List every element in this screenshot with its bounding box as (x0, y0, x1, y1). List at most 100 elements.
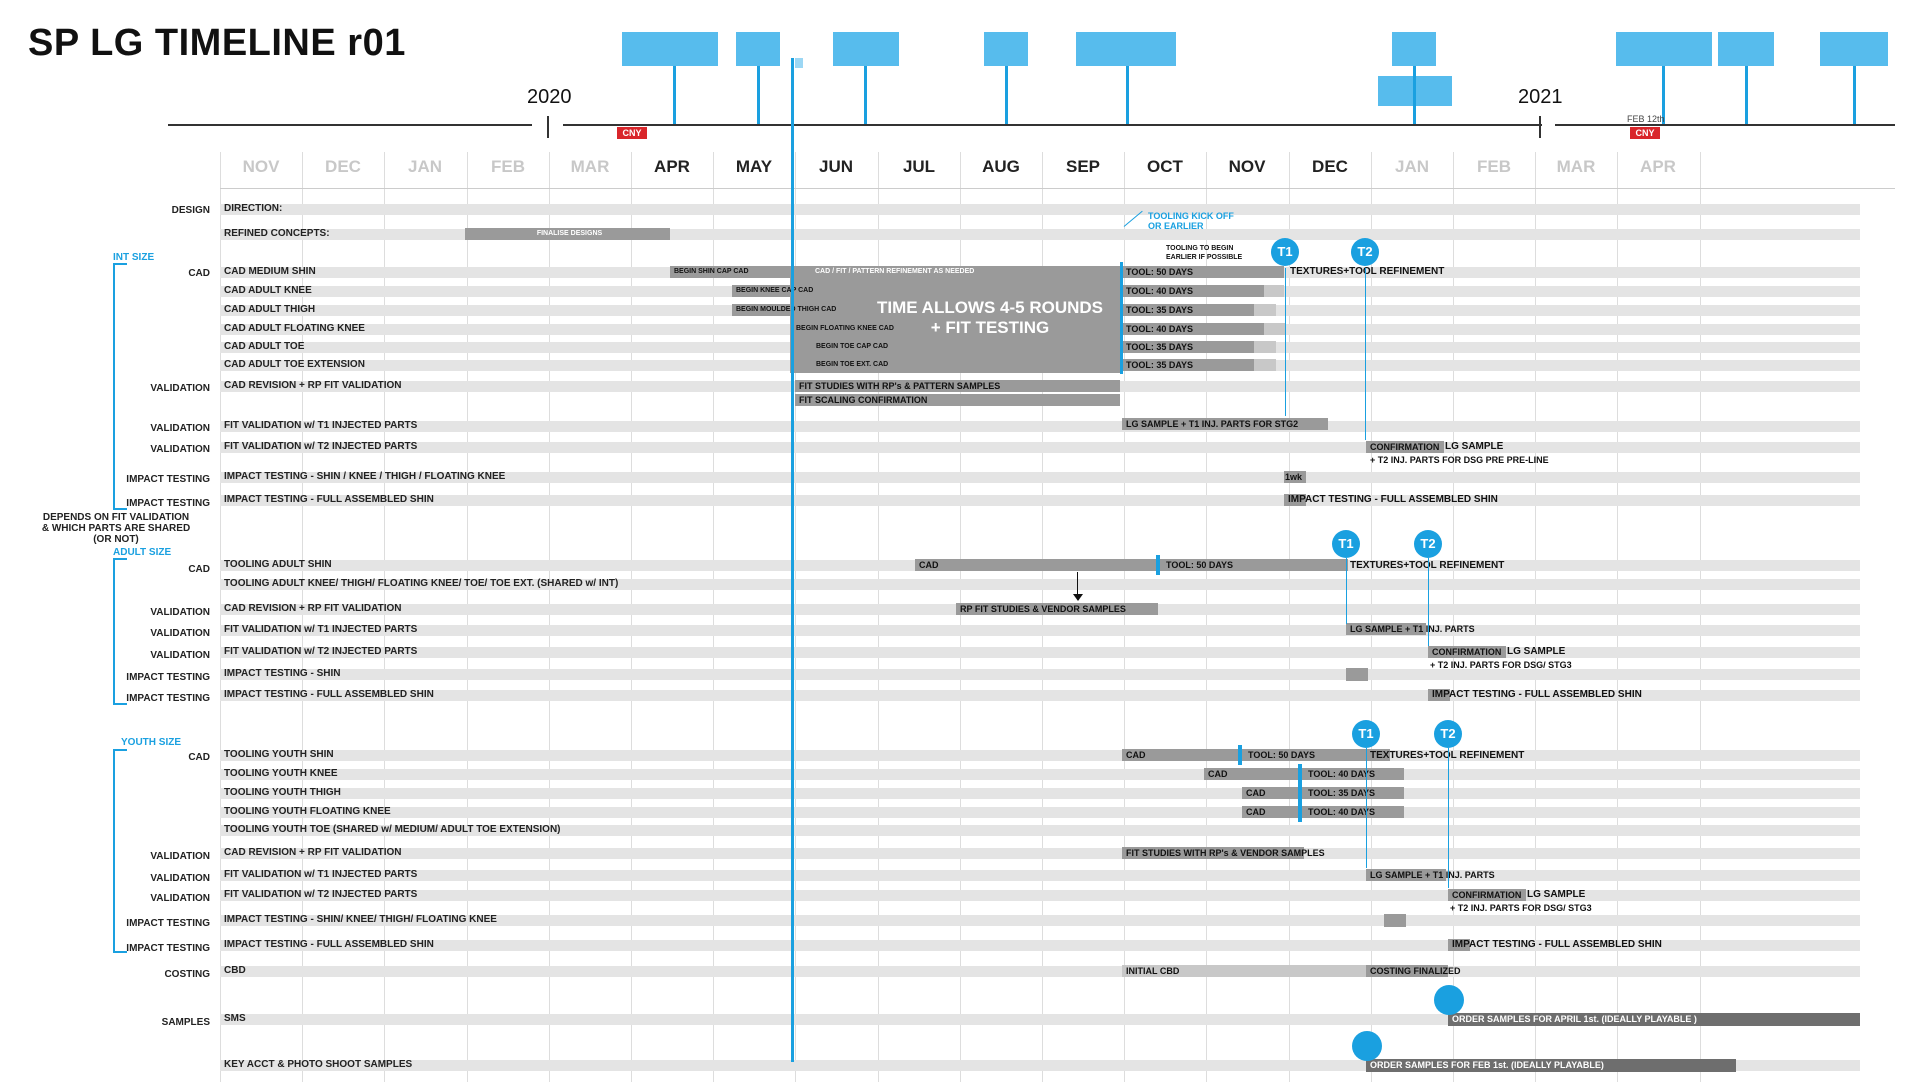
month-gridline (220, 152, 221, 1082)
bar-lg-sample-adult: LG SAMPLE + T1 INJ. PARTS (1346, 623, 1475, 635)
category-cad: CAD (188, 564, 210, 575)
bar-confirmation-int: CONFIRMATION (1366, 441, 1444, 453)
category-design: DESIGN (171, 205, 210, 216)
category-impact: IMPACT TESTING (126, 672, 210, 683)
bar-impact-adult-stub (1428, 689, 1450, 701)
row-label: IMPACT TESTING - SHIN/ KNEE/ THIGH/ FLOA… (224, 914, 497, 925)
milestone-stem (673, 66, 676, 125)
note-confirm-youth-b: + T2 INJ. PARTS FOR DSG/ STG3 (1450, 903, 1592, 913)
bar-tool-40-int-ext (1264, 285, 1284, 297)
bar-fit-rp-vendor-youth: FIT STUDIES WITH RP's & VENDOR SAMPLES (1122, 847, 1325, 859)
bar-fit-rp: FIT STUDIES WITH RP's & PATTERN SAMPLES (795, 380, 1120, 392)
month-label: MAY (735, 157, 773, 176)
category-validation: VALIDATION (150, 851, 210, 862)
center-note: TIME ALLOWS 4-5 ROUNDS+ FIT TESTING (876, 298, 1104, 337)
row-label: CAD ADULT TOE EXTENSION (224, 359, 365, 370)
row-label: TOOLING ADULT SHIN (224, 559, 332, 570)
month-gridline (878, 152, 879, 1082)
tooling-start-marker (1298, 764, 1302, 822)
month-label: FEB (491, 157, 525, 176)
row-label: IMPACT TESTING - SHIN (224, 668, 341, 679)
category-costing: COSTING (164, 969, 210, 980)
milestone-label-redacted (1392, 32, 1436, 66)
row-label: REFINED CONCEPTS: (224, 228, 330, 239)
bar-tool-40-int: TOOL: 40 DAYS (1122, 323, 1264, 335)
tooling-start-marker (1156, 555, 1160, 575)
month-gridline (713, 152, 714, 1082)
row-label: TOOLING YOUTH SHIN (224, 749, 334, 760)
bar-initial-cbd: INITIAL CBD (1122, 965, 1366, 977)
section-bracket (113, 749, 127, 953)
milestone-stem (1126, 66, 1129, 125)
row-label: DIRECTION: (224, 203, 283, 214)
note-confirm-int-b: + T2 INJ. PARTS FOR DSG PRE PRE-LINE (1370, 455, 1549, 465)
bar-begin-toe: BEGIN TOE CAP CAD (812, 341, 888, 353)
month-gridline (631, 152, 632, 1082)
category-validation: VALIDATION (150, 607, 210, 618)
month-gridline (1617, 152, 1618, 1082)
category-impact: IMPACT TESTING (126, 693, 210, 704)
month-label: NOV (1228, 157, 1266, 176)
marker-t1: T1 (1332, 530, 1360, 558)
month-gridline (467, 152, 468, 1082)
row-label: TOOLING YOUTH TOE (SHARED w/ MEDIUM/ ADU… (224, 824, 561, 835)
milestone-line (1428, 558, 1429, 646)
page-title: SP LG TIMELINE r01 (28, 22, 406, 64)
row-label: TOOLING ADULT KNEE/ THIGH/ FLOATING KNEE… (224, 578, 619, 589)
row-track (220, 940, 1860, 951)
section-int-size: INT SIZE (113, 252, 155, 263)
row-track (220, 669, 1860, 680)
month-label: APR (1640, 157, 1676, 176)
month-gridline (1453, 152, 1454, 1082)
month-gridline (1535, 152, 1536, 1082)
month-label: OCT (1147, 157, 1183, 176)
category-cad: CAD (188, 752, 210, 763)
milestone-stem (1853, 66, 1856, 125)
milestone-stem (1413, 66, 1416, 125)
bar-tool-35-int-ext (1254, 359, 1276, 371)
bar-1wk: 1wk (1284, 471, 1306, 483)
note-textures-adult: TEXTURES+TOOL REFINEMENT (1350, 560, 1505, 571)
row-label: FIT VALIDATION w/ T1 INJECTED PARTS (224, 869, 418, 880)
row-track (220, 647, 1860, 658)
row-track (220, 788, 1860, 799)
row-label: CAD ADULT KNEE (224, 285, 312, 296)
bar-tool-50-int: TOOL: 50 DAYS (1122, 266, 1284, 278)
bar-cad-youth-shin: CAD (1122, 749, 1240, 761)
year-label-2020: 2020 (527, 86, 572, 108)
category-impact: IMPACT TESTING (126, 918, 210, 929)
bar-impact-youth-stub (1448, 939, 1470, 951)
row-track (220, 807, 1860, 818)
timeline-axis (563, 124, 1542, 126)
milestone-stem (757, 66, 760, 125)
category-validation: VALIDATION (150, 628, 210, 639)
row-label: IMPACT TESTING - SHIN / KNEE / THIGH / F… (224, 471, 506, 482)
section-bracket (113, 263, 127, 510)
milestone-stem (1662, 66, 1665, 125)
year-label-2021: 2021 (1518, 86, 1563, 108)
arrow-down-head (1073, 594, 1083, 601)
bar-cad-youth-knee: CAD (1204, 768, 1300, 780)
note-textures-youth: TEXTURES+TOOL REFINEMENT (1370, 750, 1525, 761)
month-label: JAN (1394, 157, 1429, 176)
bar-impact-youth (1384, 914, 1406, 927)
bar-begin-knee: BEGIN KNEE CAP CAD (732, 285, 813, 297)
section-bracket (113, 558, 127, 705)
milestone-stem (1745, 66, 1748, 125)
row-track (220, 848, 1860, 859)
bar-rp-vendor-adult: RP FIT STUDIES & VENDOR SAMPLES (956, 603, 1158, 615)
row-track (220, 870, 1860, 881)
milestone-dot (1352, 1031, 1382, 1061)
bar-cad-refinement-block (790, 266, 1120, 373)
milestone-line (1448, 748, 1449, 888)
row-label: FIT VALIDATION w/ T2 INJECTED PARTS (224, 889, 418, 900)
note-impact-full-adult: IMPACT TESTING - FULL ASSEMBLED SHIN (1432, 689, 1642, 700)
month-label: APR (654, 157, 690, 176)
row-label: TOOLING YOUTH FLOATING KNEE (224, 806, 391, 817)
category-impact: IMPACT TESTING (126, 943, 210, 954)
category-validation: VALIDATION (150, 444, 210, 455)
milestone-label-redacted (833, 32, 899, 66)
